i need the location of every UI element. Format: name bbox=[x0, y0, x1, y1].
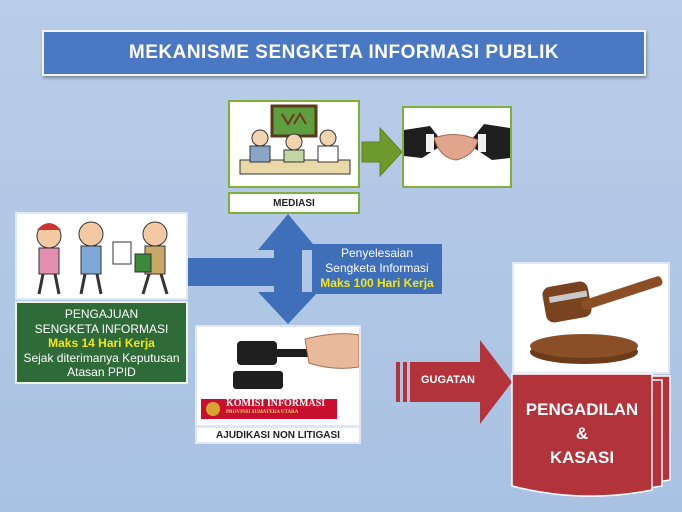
down-arrow bbox=[258, 282, 318, 324]
dispute-image bbox=[15, 212, 188, 300]
dispute-illustration bbox=[36, 221, 169, 295]
komisi-banner-title: KOMISI INFORMASI bbox=[226, 398, 326, 409]
handshake-illustration bbox=[404, 124, 510, 161]
penyelesaian-deadline: Maks 100 Hari Kerja bbox=[320, 276, 434, 290]
penyelesaian-line2: Sengketa Informasi bbox=[325, 261, 429, 275]
mediation-image bbox=[228, 100, 360, 188]
pengajuan-line5: Atasan PPID bbox=[67, 365, 136, 379]
meeting-illustration bbox=[239, 104, 351, 175]
pengajuan-deadline: Maks 14 Hari Kerja bbox=[48, 336, 155, 350]
pengajuan-line1: PENGAJUAN bbox=[64, 307, 139, 321]
pengajuan-line2: SENGKETA INFORMASI bbox=[34, 321, 169, 336]
up-arrow bbox=[258, 214, 318, 262]
court-gavel-illustration bbox=[530, 276, 663, 364]
pengajuan-panel: PENGAJUAN SENGKETA INFORMASI Maks 14 Har… bbox=[15, 301, 188, 384]
court-image bbox=[512, 262, 670, 374]
pengadilan-line2: & bbox=[575, 424, 589, 443]
red-arrow-stripe-2 bbox=[403, 362, 407, 402]
pengadilan-line1: PENGADILAN bbox=[525, 400, 639, 419]
ajudikasi-label: AJUDIKASI NON LITIGASI bbox=[195, 426, 361, 444]
red-arrow-stripe-1 bbox=[396, 362, 400, 402]
mediasi-label: MEDIASI bbox=[228, 192, 360, 214]
stem bbox=[274, 258, 302, 286]
penyelesaian-box: Penyelesaian Sengketa Informasi Maks 100… bbox=[312, 244, 442, 294]
green-arrow bbox=[361, 126, 403, 178]
handshake-image bbox=[402, 106, 512, 188]
red-arrow bbox=[410, 340, 512, 424]
gugatan-label: GUGATAN bbox=[421, 374, 475, 386]
pengajuan-line4: Sejak diterimanya Keputusan bbox=[23, 350, 180, 365]
court-stack bbox=[511, 373, 671, 497]
ajudikasi-image bbox=[195, 325, 361, 427]
komisi-banner-sub: PROVINSI SUMATERA UTARA bbox=[226, 410, 299, 415]
komisi-banner: KOMISI INFORMASI PROVINSI SUMATERA UTARA bbox=[226, 398, 338, 418]
penyelesaian-line1: Penyelesaian bbox=[340, 246, 414, 260]
gavel-hand-illustration bbox=[201, 333, 359, 419]
pengadilan-line3: KASASI bbox=[549, 448, 615, 467]
page-title: MEKANISME SENGKETA INFORMASI PUBLIK bbox=[42, 30, 646, 76]
pengadilan-text: PENGADILAN & KASASI bbox=[512, 398, 652, 470]
